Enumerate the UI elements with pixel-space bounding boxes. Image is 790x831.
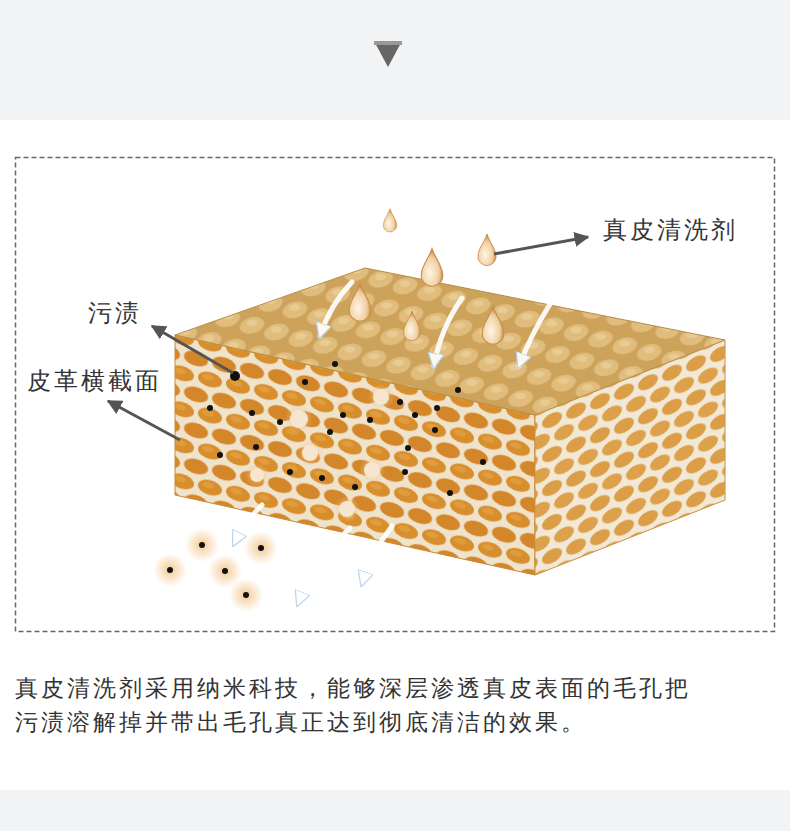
dashed-frame: [16, 158, 775, 632]
triangle-bar: [374, 41, 402, 45]
cleaner-droplets: [349, 209, 504, 344]
callout-label: 皮革横截面: [27, 366, 162, 396]
down-triangle: [374, 41, 402, 67]
top-band: [0, 0, 790, 120]
stain-dots: [153, 361, 486, 612]
caption: 真皮清洗剂采用纳米科技，能够深层渗透真皮表面的毛孔把 污渍溶解掉并带出毛孔真正达…: [15, 671, 709, 739]
bottom-band: [0, 790, 790, 831]
callout-label: 污渍: [88, 298, 142, 328]
leather-block: [175, 268, 725, 575]
flow-arrows: [234, 260, 585, 604]
callout-label: 真皮清洗剂: [603, 215, 738, 245]
leader-arrows: [108, 237, 588, 440]
